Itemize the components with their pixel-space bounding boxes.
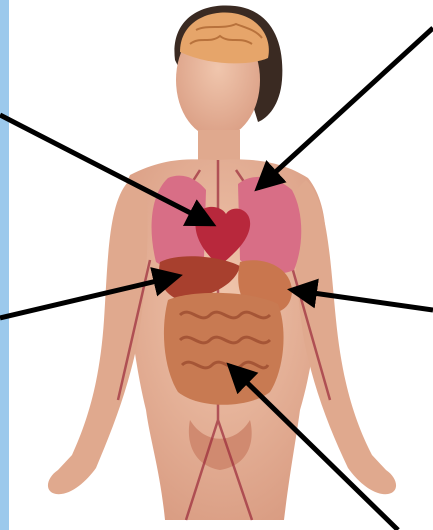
left-edge-strip	[0, 0, 9, 530]
intestines	[164, 293, 284, 405]
